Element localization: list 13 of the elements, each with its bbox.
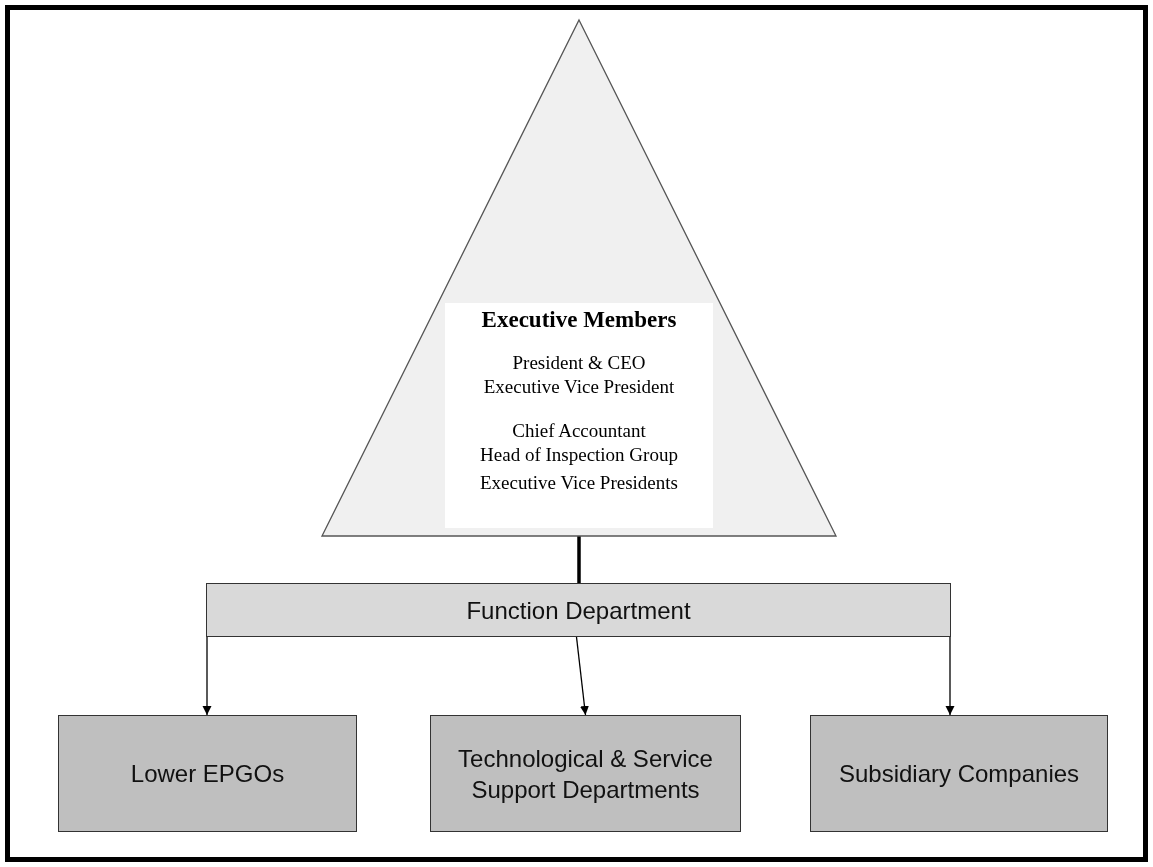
connector-arrow bbox=[202, 636, 212, 716]
unit-box: Technological & Service Support Departments bbox=[430, 715, 741, 832]
unit-box: Subsidiary Companies bbox=[810, 715, 1108, 832]
member-role: Chief Accountant bbox=[512, 419, 646, 443]
member-role: Executive Vice President bbox=[483, 375, 675, 399]
department-bar: Function Department bbox=[206, 583, 951, 637]
connector-arrow bbox=[575, 636, 589, 716]
member-role: President & CEO bbox=[512, 351, 646, 375]
connector-arrow bbox=[945, 636, 955, 716]
unit-box: Lower EPGOs bbox=[58, 715, 357, 832]
group-heading: Executive Members bbox=[481, 307, 677, 333]
member-role: Head of Inspection Group bbox=[480, 443, 678, 467]
member-role: Executive Vice Presidents bbox=[480, 471, 678, 495]
